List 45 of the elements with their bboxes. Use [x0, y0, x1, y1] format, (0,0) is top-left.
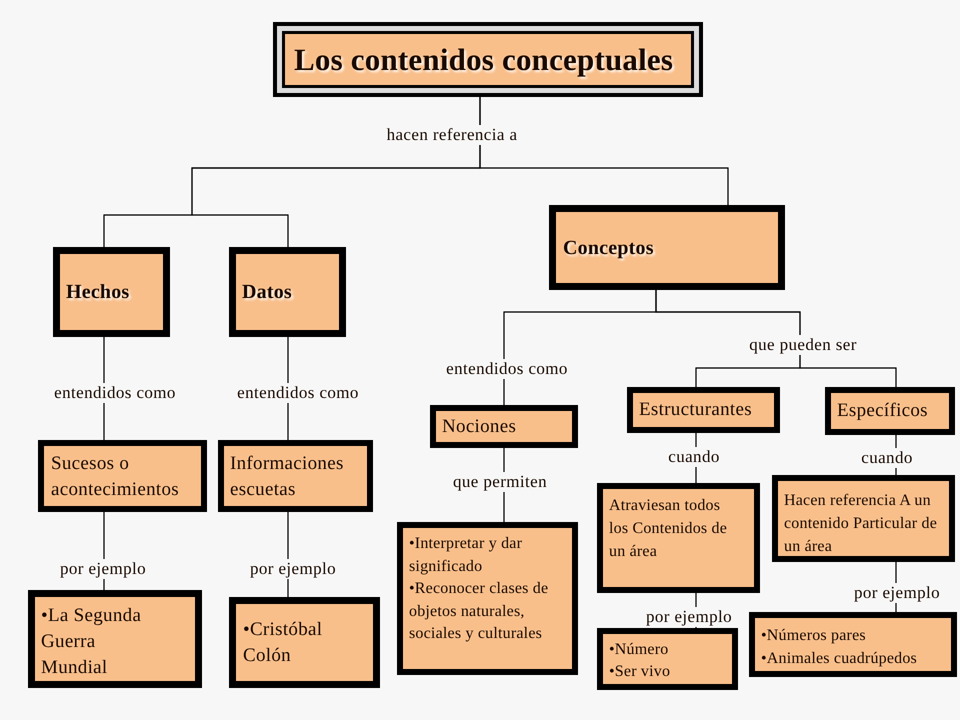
concept-label: Atraviesan todos los Contenidos de un área [609, 496, 728, 562]
bullet-item: •Animales cuadrúpedos [761, 649, 917, 669]
concept-box [430, 405, 578, 448]
edge-label: entendidos como [52, 383, 178, 403]
concept-box [749, 612, 957, 677]
edge-label: entendidos como [444, 359, 570, 379]
title-banner [273, 22, 703, 97]
edge-label: cuando [859, 448, 915, 468]
concept-label: Datos [242, 280, 292, 304]
concept-box [597, 628, 738, 690]
bullet-item: •Número [609, 640, 668, 660]
connector-line [479, 97, 729, 205]
concept-box [38, 440, 207, 512]
concept-box [627, 387, 780, 433]
concept-box [397, 522, 578, 675]
concept-label: Conceptos [563, 236, 654, 260]
bullet-item: •La Segunda Guerra Mundial [41, 604, 142, 680]
concept-label: Sucesos o acontecimientos [51, 452, 180, 502]
concept-label: Específicos [837, 399, 928, 423]
concept-box [549, 205, 785, 290]
edge-label: que permiten [450, 472, 550, 492]
bullet-item: •Interpretar y dar significado [409, 534, 524, 576]
concept-label: Hacen referencia A un contenido Particular de un área [784, 491, 938, 557]
concept-box [597, 483, 760, 593]
heading-text: Los contenidos conceptuales [294, 42, 674, 78]
bullet-item: •Cristóbal Colón [243, 618, 324, 668]
bullet-item: •Números pares [761, 626, 866, 646]
bullet-item: •Ser vivo [609, 662, 670, 682]
concept-box [825, 387, 955, 435]
edge-label: hacen referencia a [384, 125, 520, 145]
concept-box [229, 247, 346, 337]
concept-box [53, 247, 170, 337]
connector-line [655, 290, 897, 387]
edge-label: entendidos como [235, 383, 361, 403]
concept-label: Hechos [66, 280, 130, 304]
concept-box [772, 475, 955, 562]
edge-label: que pueden ser [747, 335, 859, 355]
concept-box [28, 590, 202, 688]
concept-box [218, 440, 373, 512]
concept-label: Nociones [442, 414, 516, 438]
bullet-item: •Reconocer clases de objetos naturales, sociales y culturales [409, 579, 550, 644]
concept-label: Informaciones escuetas [230, 452, 345, 502]
concept-label: Estructurantes [639, 398, 752, 422]
edge-label: cuando [666, 447, 722, 467]
concept-box [229, 597, 380, 688]
